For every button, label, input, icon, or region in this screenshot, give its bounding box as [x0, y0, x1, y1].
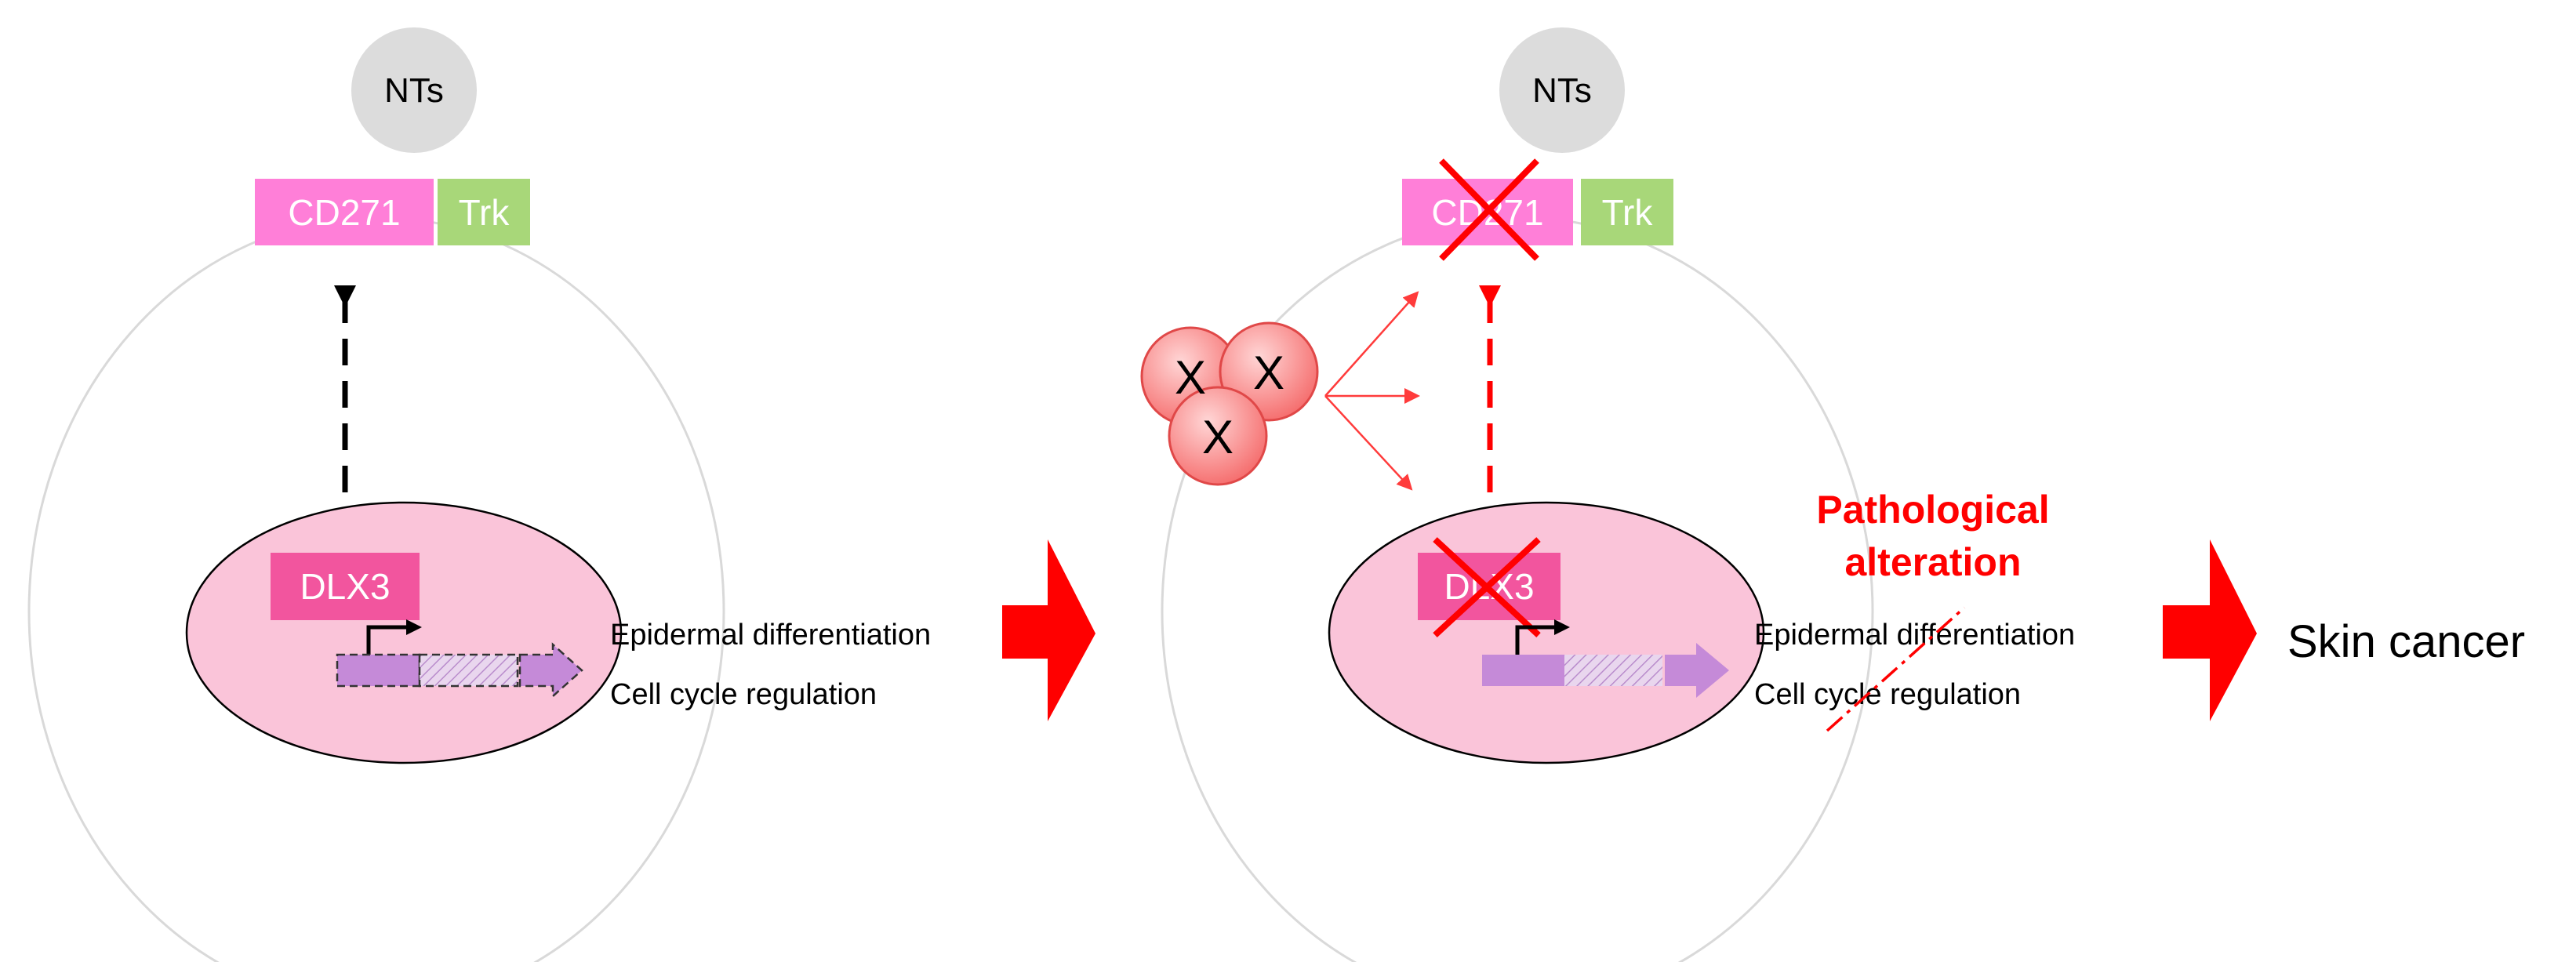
right-outcome-1: Epidermal differentiation — [1754, 619, 2075, 652]
left-gene-box — [336, 653, 421, 688]
right-nts-label: NTs — [1532, 71, 1592, 110]
x-factor-arrows — [1324, 291, 1420, 491]
left-nts-circle — [351, 27, 477, 153]
result-arrow — [2163, 539, 2257, 721]
left-trk-box — [438, 179, 530, 245]
left-promoter-arrow — [366, 619, 422, 655]
left-panel: NTs CD271 Trk DLX3 Epidermal differentia… — [27, 27, 931, 962]
left-gene-hatch — [418, 653, 519, 688]
x-factor-circle — [1168, 386, 1268, 486]
right-panel: NTs CD271 Trk X X X DLX3 — [1140, 27, 2075, 962]
right-nts-circle — [1499, 27, 1625, 153]
right-trk-label: Trk — [1602, 192, 1654, 233]
left-dlx3-label: DLX3 — [300, 566, 390, 607]
skin-cancer-label: Skin cancer — [2287, 616, 2525, 667]
right-trk-box — [1581, 179, 1673, 245]
dlx3-cross-icon — [1433, 537, 1541, 637]
pathological-label-line1: Pathological — [1816, 488, 2049, 532]
x-factor-cluster: X X X — [1140, 321, 1319, 486]
left-gene-arrow — [518, 642, 583, 699]
left-dlx3-box — [271, 553, 420, 620]
right-gene-arrow — [1665, 643, 1729, 698]
right-gene-hatch — [1564, 655, 1662, 686]
left-nucleus — [185, 501, 623, 764]
right-gene-box — [1482, 655, 1564, 686]
left-outcome-1: Epidermal differentiation — [610, 619, 931, 652]
outcome-strike-line — [1826, 606, 1966, 732]
right-nucleus — [1328, 501, 1765, 764]
left-nts-label: NTs — [384, 71, 444, 110]
right-promoter-arrow — [1515, 619, 1570, 655]
transition-arrow — [1002, 539, 1095, 721]
left-outcome-2: Cell cycle regulation — [610, 678, 877, 711]
left-trk-label: Trk — [459, 192, 510, 233]
left-cd271-box — [255, 179, 434, 245]
right-outcome-2: Cell cycle regulation — [1754, 678, 2021, 711]
x-factor-label: X — [1202, 411, 1234, 463]
x-factor-label: X — [1253, 347, 1284, 399]
cd271-cross-icon — [1439, 158, 1539, 261]
pathological-label-line2: alteration — [1844, 540, 2021, 584]
left-cd271-label: CD271 — [288, 192, 400, 233]
x-factor-label: X — [1175, 351, 1206, 404]
